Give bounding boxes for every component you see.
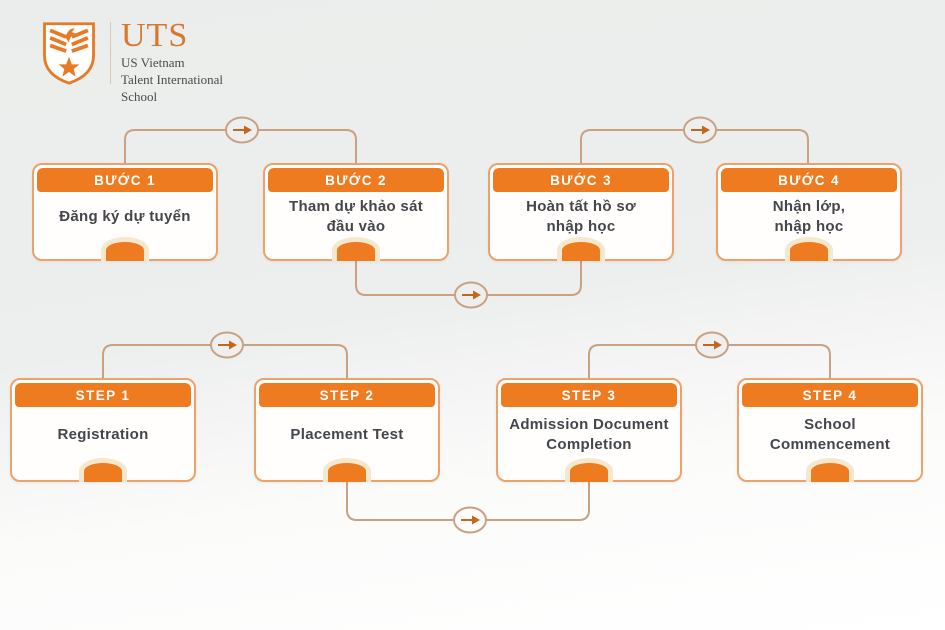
card-header: BƯỚC 1 [37, 168, 213, 192]
arrow-icon [695, 331, 729, 359]
logo-divider [110, 22, 111, 84]
uts-logo-shield-icon [43, 22, 95, 85]
arrow-icon [683, 116, 717, 144]
card-body: Hoàn tất hồ sơ nhập học [526, 197, 636, 235]
card-header: STEP 3 [501, 383, 677, 407]
card-buoc-4: BƯỚC 4 Nhận lớp, nhập học [716, 163, 902, 261]
card-header: BƯỚC 2 [268, 168, 444, 192]
card-body: Tham dự khảo sát đầu vào [288, 197, 424, 235]
logo-abbr: UTS [121, 17, 189, 54]
card-step-3: STEP 3 Admission Document Completion [496, 378, 682, 482]
notch-icon [557, 237, 605, 261]
card-body: Admission Document Completion [509, 415, 669, 453]
card-body: Placement Test [290, 425, 404, 443]
card-header: BƯỚC 3 [493, 168, 669, 192]
card-header: STEP 1 [15, 383, 191, 407]
notch-icon [332, 237, 380, 261]
notch-icon [79, 458, 127, 482]
card-step-1: STEP 1 Registration [10, 378, 196, 482]
card-body: Registration [57, 425, 149, 443]
arrow-icon [453, 506, 487, 534]
card-body: Đăng ký dự tuyển [59, 207, 191, 225]
card-step-4: STEP 4 School Commencement [737, 378, 923, 482]
arrow-icon [225, 116, 259, 144]
logo-name: US Vietnam Talent International School [121, 55, 223, 104]
card-header: STEP 4 [742, 383, 918, 407]
arrow-icons [210, 116, 729, 534]
card-body: School Commencement [769, 415, 891, 453]
card-step-2: STEP 2 Placement Test [254, 378, 440, 482]
arrow-icon [210, 331, 244, 359]
card-header: STEP 2 [259, 383, 435, 407]
notch-icon [565, 458, 613, 482]
card-buoc-3: BƯỚC 3 Hoàn tất hồ sơ nhập học [488, 163, 674, 261]
arrow-icon [454, 281, 488, 309]
notch-icon [806, 458, 854, 482]
uts-logo: UTS US Vietnam Talent International Scho… [40, 17, 223, 105]
notch-icon [101, 237, 149, 261]
card-header: BƯỚC 4 [721, 168, 897, 192]
notch-icon [323, 458, 371, 482]
notch-icon [785, 237, 833, 261]
card-buoc-1: BƯỚC 1 Đăng ký dự tuyển [32, 163, 218, 261]
card-buoc-2: BƯỚC 2 Tham dự khảo sát đầu vào [263, 163, 449, 261]
card-body: Nhận lớp, nhập học [772, 197, 846, 235]
